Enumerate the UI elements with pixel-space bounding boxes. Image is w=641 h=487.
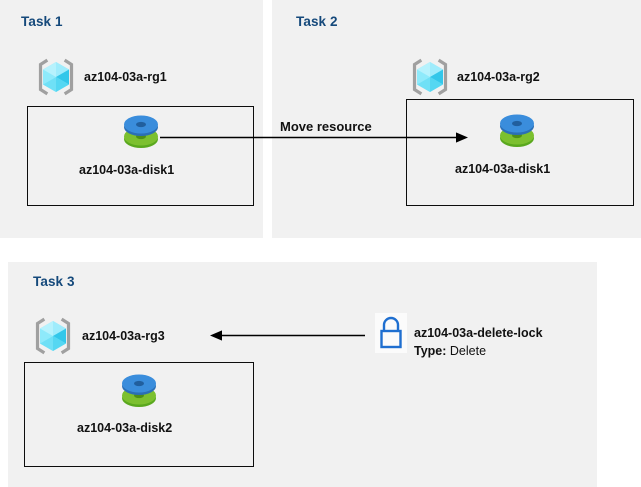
disk-icon bbox=[496, 112, 538, 150]
move-resource-label: Move resource bbox=[280, 119, 372, 134]
lock-arrow bbox=[210, 330, 365, 341]
task1-title: Task 1 bbox=[21, 14, 63, 29]
task2-title: Task 2 bbox=[296, 14, 338, 29]
task1-resource-group-label: az104-03a-rg1 bbox=[84, 70, 167, 84]
resource-group-icon bbox=[34, 55, 78, 99]
task3-resource-label: az104-03a-disk2 bbox=[77, 421, 173, 435]
lock-icon bbox=[375, 313, 407, 353]
lock-type-row: Type: Delete bbox=[414, 344, 486, 358]
task3-title: Task 3 bbox=[33, 274, 75, 289]
task3-panel bbox=[8, 262, 597, 487]
task2-resource-label: az104-03a-disk1 bbox=[455, 162, 551, 176]
task3-resource-box bbox=[24, 362, 254, 467]
task2-resource-box bbox=[406, 99, 634, 206]
disk-icon bbox=[118, 372, 160, 410]
task2-resource-group-label: az104-03a-rg2 bbox=[457, 70, 540, 84]
lock-type-label: Type: bbox=[414, 344, 447, 358]
lock-name-label: az104-03a-delete-lock bbox=[414, 326, 543, 340]
resource-group-icon bbox=[408, 55, 452, 99]
move-resource-arrow bbox=[160, 132, 468, 143]
resource-group-icon bbox=[31, 314, 75, 358]
disk-icon bbox=[120, 113, 162, 151]
task2-panel bbox=[272, 0, 641, 238]
task3-resource-group-label: az104-03a-rg3 bbox=[82, 329, 165, 343]
task1-resource-box bbox=[27, 106, 254, 206]
task1-resource-label: az104-03a-disk1 bbox=[79, 163, 175, 177]
lock-type-value: Delete bbox=[449, 344, 487, 358]
